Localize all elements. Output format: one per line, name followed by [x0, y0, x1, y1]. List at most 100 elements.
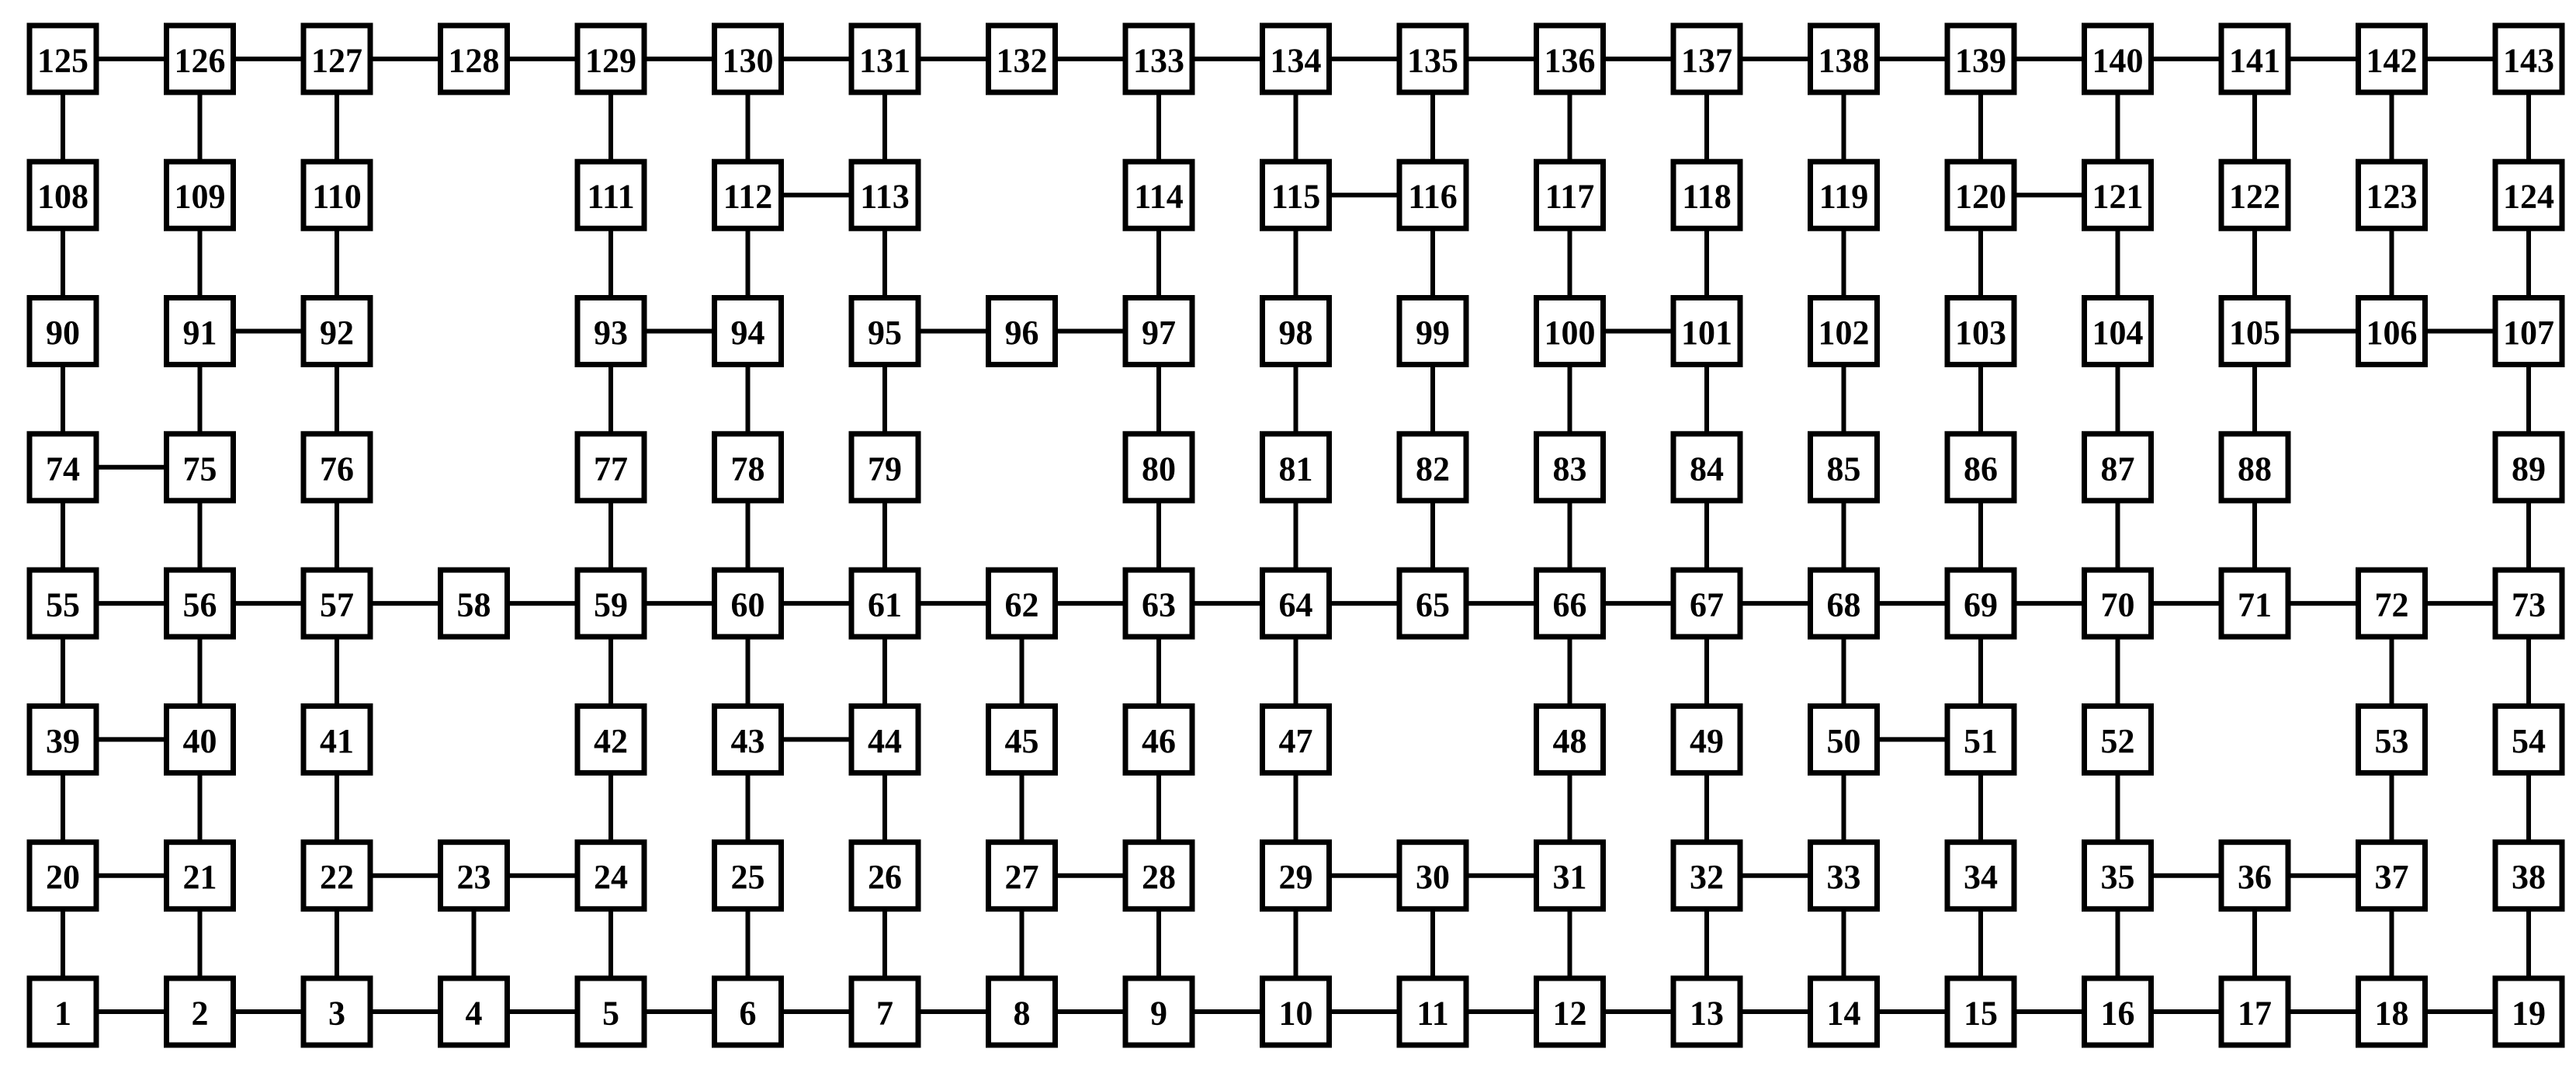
node-label: 42 — [594, 722, 628, 760]
node-70: 70 — [2082, 567, 2154, 640]
node-box — [1944, 975, 2017, 1048]
node-113: 113 — [848, 158, 921, 231]
node-box — [1260, 295, 1332, 367]
node-86: 86 — [1944, 431, 2017, 504]
node-label: 15 — [1964, 995, 1998, 1033]
node-91: 91 — [164, 295, 236, 367]
node-119: 119 — [1808, 158, 1880, 231]
node-box — [1944, 23, 2017, 95]
node-label: 77 — [594, 450, 628, 488]
node-label: 47 — [1279, 722, 1313, 760]
node-97: 97 — [1122, 295, 1195, 367]
node-74: 74 — [26, 431, 99, 504]
node-label: 19 — [2512, 995, 2546, 1033]
node-box — [574, 567, 647, 640]
node-64: 64 — [1260, 567, 1332, 640]
node-95: 95 — [848, 295, 921, 367]
node-136: 136 — [1534, 23, 1606, 95]
node-box — [2218, 839, 2291, 912]
node-label: 107 — [2503, 314, 2554, 352]
node-16: 16 — [2082, 975, 2154, 1048]
node-label: 115 — [1271, 178, 1321, 216]
node-label: 65 — [1416, 586, 1450, 624]
node-80: 80 — [1122, 431, 1195, 504]
node-20: 20 — [26, 839, 99, 912]
node-94: 94 — [712, 295, 784, 367]
node-label: 52 — [2101, 722, 2135, 760]
node-5: 5 — [574, 975, 647, 1048]
node-9: 9 — [1122, 975, 1195, 1048]
node-label: 29 — [1279, 858, 1313, 896]
node-box — [1122, 839, 1195, 912]
node-box — [1122, 703, 1195, 776]
node-label: 112 — [723, 178, 773, 216]
node-label: 111 — [587, 178, 634, 216]
node-label: 57 — [320, 586, 354, 624]
node-48: 48 — [1534, 703, 1606, 776]
node-label: 125 — [37, 41, 88, 79]
node-box — [1396, 295, 1469, 367]
node-box — [2218, 23, 2291, 95]
node-111: 111 — [574, 158, 647, 231]
node-box — [712, 431, 784, 504]
node-label: 36 — [2238, 858, 2272, 896]
node-box — [986, 839, 1058, 912]
node-38: 38 — [2492, 839, 2565, 912]
node-134: 134 — [1260, 23, 1332, 95]
node-label: 41 — [320, 722, 354, 760]
node-box — [2492, 23, 2565, 95]
node-24: 24 — [574, 839, 647, 912]
node-label: 5 — [602, 995, 619, 1033]
node-41: 41 — [300, 703, 373, 776]
node-53: 53 — [2356, 703, 2428, 776]
node-box — [1670, 23, 1743, 95]
node-63: 63 — [1122, 567, 1195, 640]
node-43: 43 — [712, 703, 784, 776]
node-box — [712, 158, 784, 231]
node-label: 132 — [997, 41, 1048, 79]
node-110: 110 — [300, 158, 373, 231]
node-label: 133 — [1133, 41, 1184, 79]
node-label: 31 — [1553, 858, 1587, 896]
node-129: 129 — [574, 23, 647, 95]
node-box — [2356, 158, 2428, 231]
node-box — [1534, 295, 1606, 367]
node-89: 89 — [2492, 431, 2565, 504]
node-47: 47 — [1260, 703, 1332, 776]
node-44: 44 — [848, 703, 921, 776]
node-box — [1260, 23, 1332, 95]
node-box — [2082, 839, 2154, 912]
node-label: 83 — [1553, 450, 1587, 488]
node-73: 73 — [2492, 567, 2565, 640]
node-label: 26 — [868, 858, 902, 896]
node-117: 117 — [1534, 158, 1606, 231]
node-box — [300, 839, 373, 912]
node-108: 108 — [26, 158, 99, 231]
node-box — [712, 567, 784, 640]
node-box — [164, 975, 236, 1048]
node-box — [1396, 431, 1469, 504]
node-label: 11 — [1416, 995, 1449, 1033]
node-box — [164, 703, 236, 776]
node-label: 122 — [2229, 178, 2280, 216]
node-box — [712, 703, 784, 776]
node-104: 104 — [2082, 295, 2154, 367]
node-label: 71 — [2238, 586, 2272, 624]
node-box — [574, 295, 647, 367]
node-label: 89 — [2512, 450, 2546, 488]
node-label: 70 — [2101, 586, 2135, 624]
node-81: 81 — [1260, 431, 1332, 504]
node-label: 99 — [1416, 314, 1450, 352]
node-box — [1122, 431, 1195, 504]
node-box — [300, 703, 373, 776]
node-box — [164, 23, 236, 95]
node-box — [574, 23, 647, 95]
node-box — [2218, 567, 2291, 640]
node-label: 72 — [2375, 586, 2409, 624]
node-133: 133 — [1122, 23, 1195, 95]
node-label: 60 — [731, 586, 765, 624]
node-67: 67 — [1670, 567, 1743, 640]
node-132: 132 — [986, 23, 1058, 95]
node-128: 128 — [438, 23, 510, 95]
node-label: 124 — [2503, 178, 2554, 216]
